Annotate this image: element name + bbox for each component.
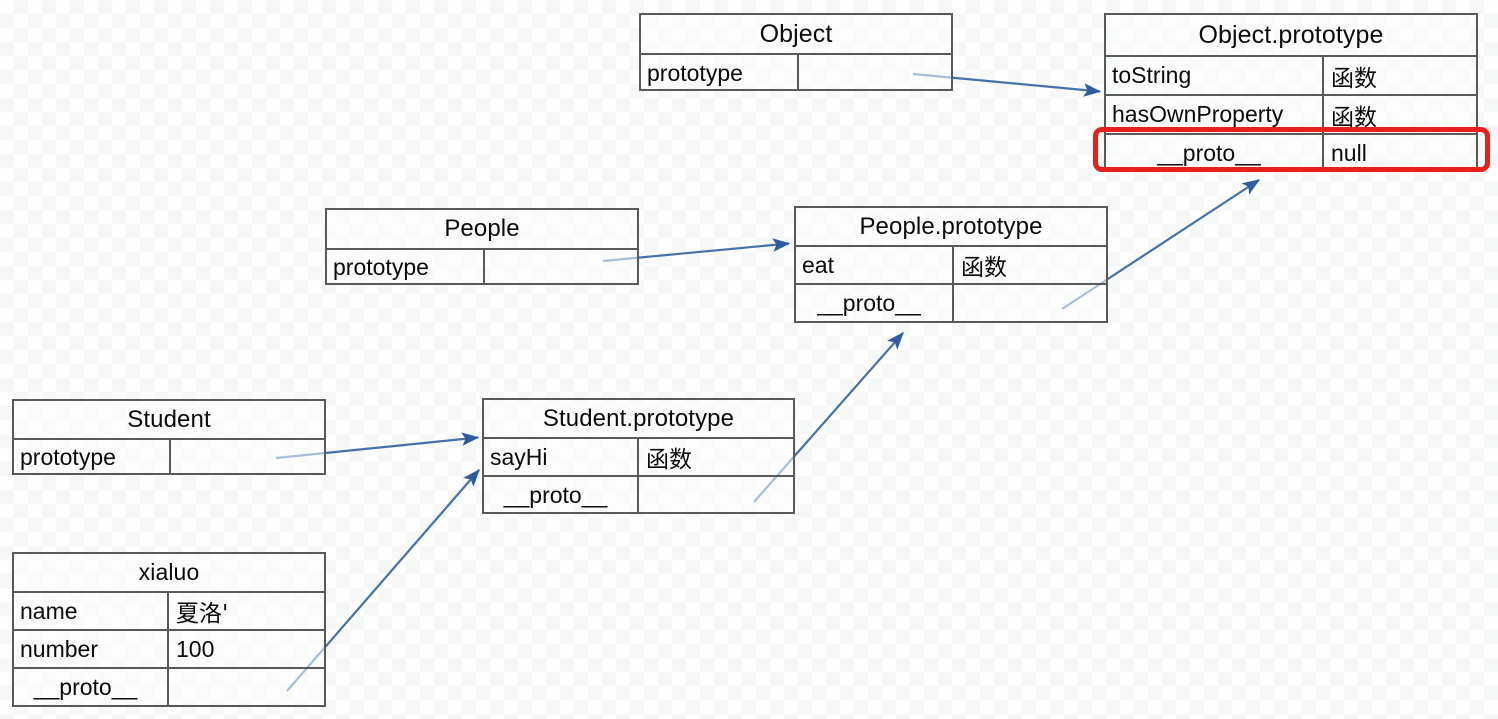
row-value: 函数 [961,255,1007,281]
box-object-prototype-title: Object.prototype [1198,20,1384,49]
table-row[interactable]: __proto__ [484,475,793,513]
row-value [171,440,324,475]
row-key: prototype [327,250,485,285]
table-row-proto-null[interactable]: __proto__ null [1106,133,1476,172]
row-value [954,285,1106,321]
row-value [639,477,793,513]
table-row[interactable]: hasOwnProperty 函数 [1106,94,1476,133]
table-row[interactable]: eat 函数 [796,245,1106,283]
table-row[interactable]: toString 函数 [1106,55,1476,94]
table-row[interactable]: prototype [641,53,951,91]
row-key: toString [1106,57,1324,94]
row-value: null [1331,140,1367,166]
row-key: __proto__ [796,285,954,321]
box-student[interactable]: Student prototype [12,399,326,475]
row-key: eat [796,247,954,283]
row-key: name [14,593,169,629]
row-value [169,669,324,705]
box-xialuo-title: xialuo [138,559,200,585]
row-key: sayHi [484,439,639,475]
row-key: __proto__ [14,669,169,705]
box-object[interactable]: Object prototype [639,13,953,91]
box-object-title: Object [759,19,833,48]
row-key: __proto__ [484,477,639,513]
box-people-prototype[interactable]: People.prototype eat 函数 __proto__ [794,206,1108,323]
row-key: prototype [14,440,171,475]
table-row[interactable]: prototype [327,248,637,285]
box-xialuo[interactable]: xialuo name 夏洛' number 100 __proto__ [12,552,326,707]
box-student-title: Student [127,405,211,433]
row-value: 函数 [646,447,692,473]
row-value [799,55,951,91]
row-key: number [14,631,169,667]
box-people[interactable]: People prototype [325,208,639,285]
table-row[interactable]: sayHi 函数 [484,437,793,475]
row-key: prototype [641,55,799,91]
row-value: 夏洛' [176,601,229,627]
row-key: hasOwnProperty [1106,96,1324,133]
table-row[interactable]: number 100 [14,629,324,667]
row-value: 函数 [1331,104,1377,131]
table-row[interactable]: __proto__ [14,667,324,705]
row-key: __proto__ [1106,135,1324,172]
row-value: 100 [176,635,215,662]
box-people-prototype-title: People.prototype [859,212,1043,240]
table-row[interactable]: name 夏洛' [14,591,324,629]
box-people-title: People [444,215,520,242]
box-student-prototype-title: Student.prototype [542,404,735,432]
box-student-prototype[interactable]: Student.prototype sayHi 函数 __proto__ [482,398,795,514]
table-row[interactable]: __proto__ [796,283,1106,321]
box-object-prototype[interactable]: Object.prototype toString 函数 hasOwnPrope… [1104,13,1478,172]
table-row[interactable]: prototype [14,438,324,475]
row-value: 函数 [1331,65,1377,92]
row-value [485,250,637,285]
